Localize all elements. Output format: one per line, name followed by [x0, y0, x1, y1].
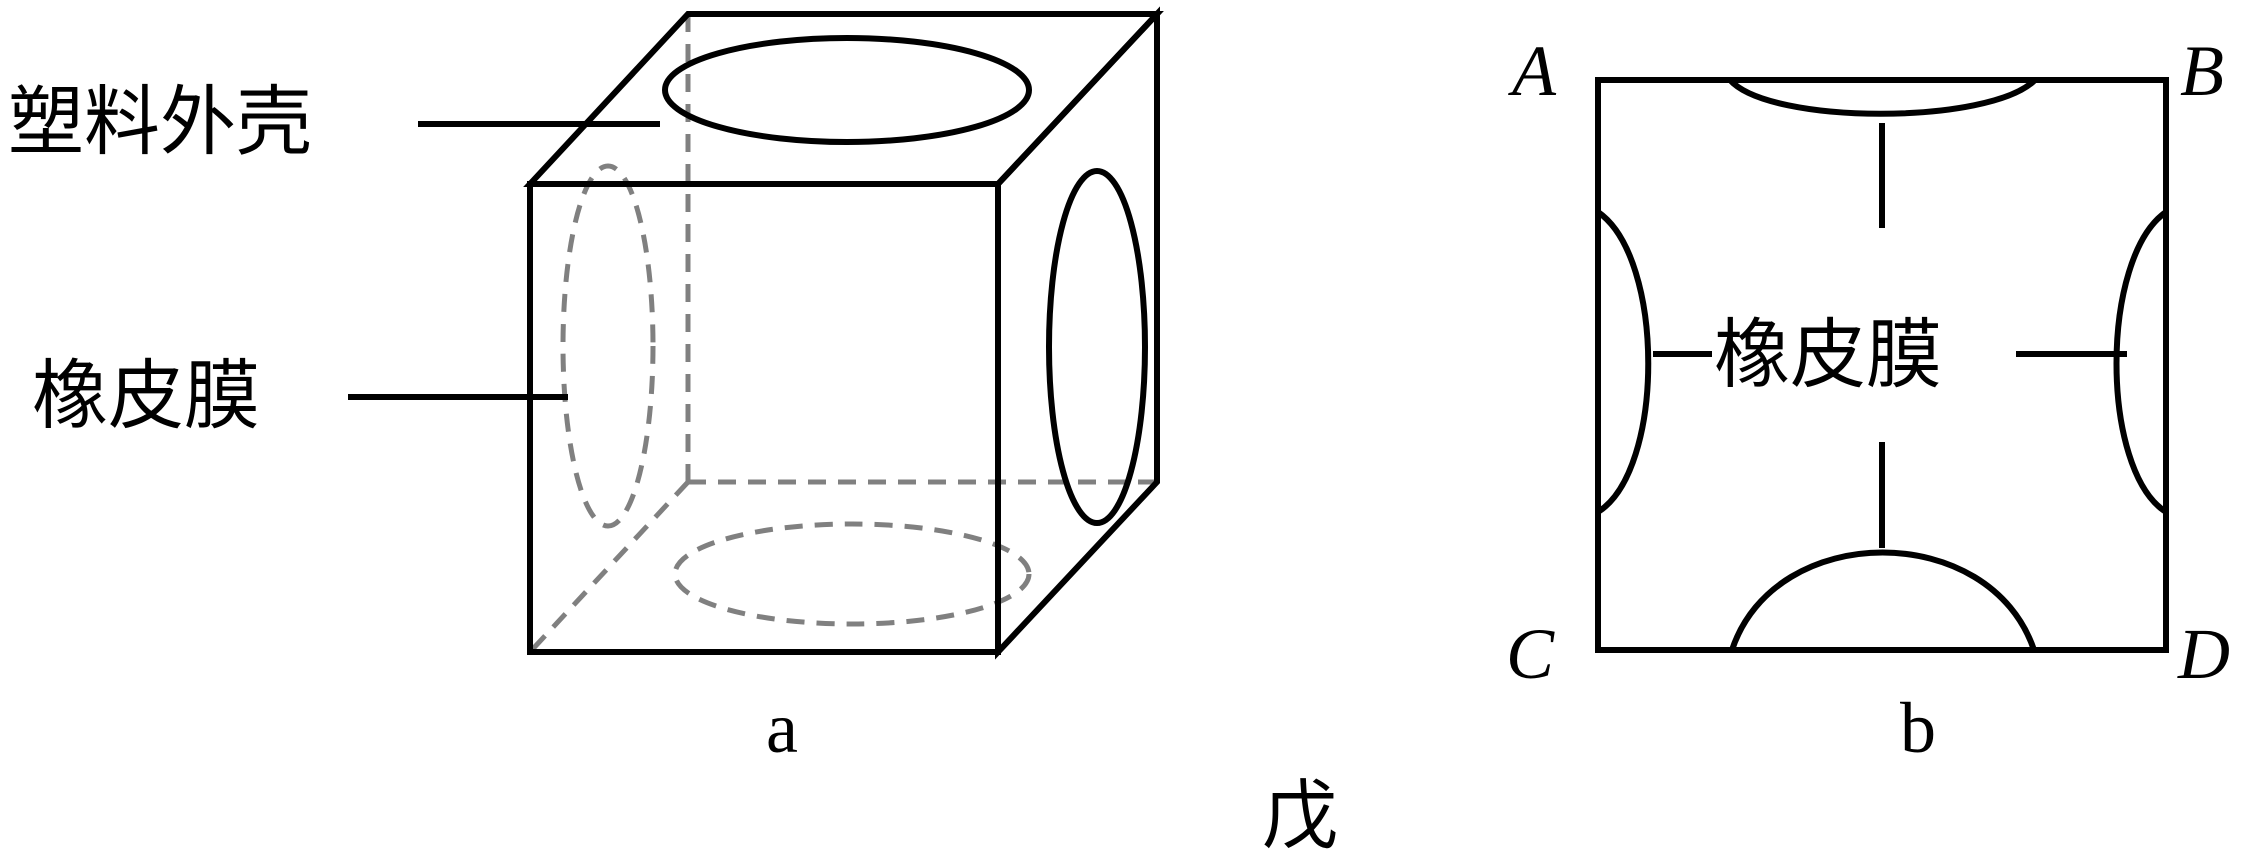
- figure-b-section: 橡皮膜 A B C D b: [1506, 31, 2230, 768]
- hidden-membrane-bottom-face: [672, 521, 1032, 627]
- section-square: [1595, 77, 2169, 653]
- figure-caption: 戊: [1262, 771, 1338, 860]
- membrane-top-face: [662, 35, 1032, 145]
- corner-label-b: B: [2180, 31, 2224, 111]
- membrane-right-bulge: [2113, 209, 2168, 515]
- cube-hidden-edge-diagonal: [528, 480, 690, 654]
- corner-label-a: A: [1508, 31, 1557, 111]
- label-plastic-shell: 塑料外壳: [8, 77, 312, 166]
- membrane-top-bulge: [1727, 77, 2038, 117]
- membrane-bottom-bulge: [1729, 549, 2037, 651]
- corner-label-d: D: [2177, 614, 2230, 694]
- membrane-left-bulge: [1596, 209, 1652, 515]
- label-rubber-membrane-b: 橡皮膜: [1714, 310, 1942, 399]
- label-rubber-membrane-a: 橡皮膜: [32, 351, 260, 440]
- corner-label-c: C: [1506, 614, 1555, 694]
- hidden-membrane-left-face: [560, 163, 656, 529]
- cube-front-face: [527, 181, 1001, 655]
- caption-a: a: [766, 688, 798, 768]
- figure-a-cube: 塑料外壳 橡皮膜 a: [8, 6, 1164, 768]
- caption-b: b: [1900, 688, 1936, 768]
- cube-right-face: [995, 6, 1160, 660]
- membrane-right-face: [1046, 168, 1148, 526]
